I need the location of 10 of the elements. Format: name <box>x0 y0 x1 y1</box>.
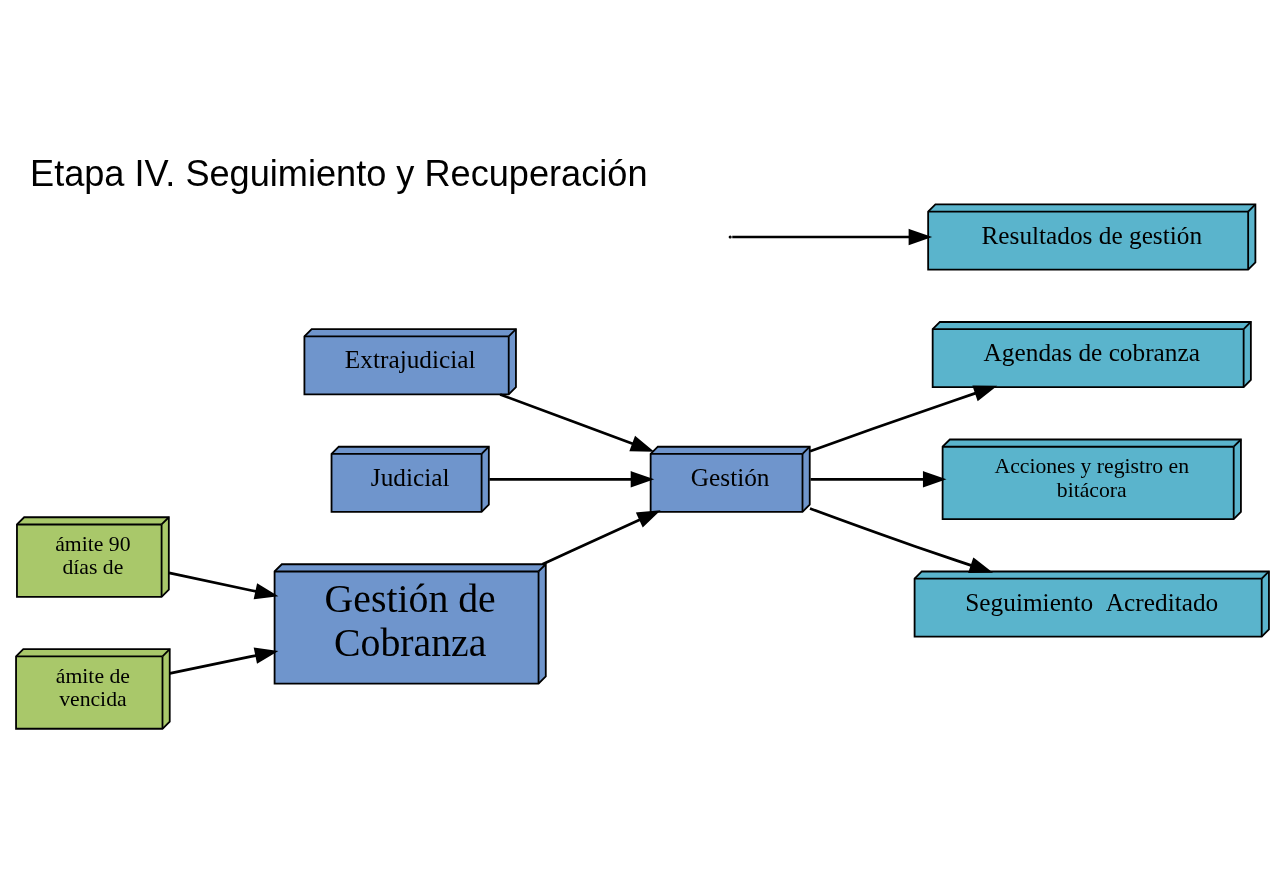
arrow <box>499 392 655 452</box>
arrow <box>809 506 994 573</box>
arrow <box>489 470 655 487</box>
arrow <box>810 470 947 487</box>
arrow <box>809 385 998 452</box>
arrow <box>541 509 661 565</box>
arrow <box>169 647 279 675</box>
arrow <box>168 571 279 599</box>
diagram-title: Etapa IV. Seguimiento y Recuperación <box>30 152 648 194</box>
arrow <box>732 228 933 245</box>
